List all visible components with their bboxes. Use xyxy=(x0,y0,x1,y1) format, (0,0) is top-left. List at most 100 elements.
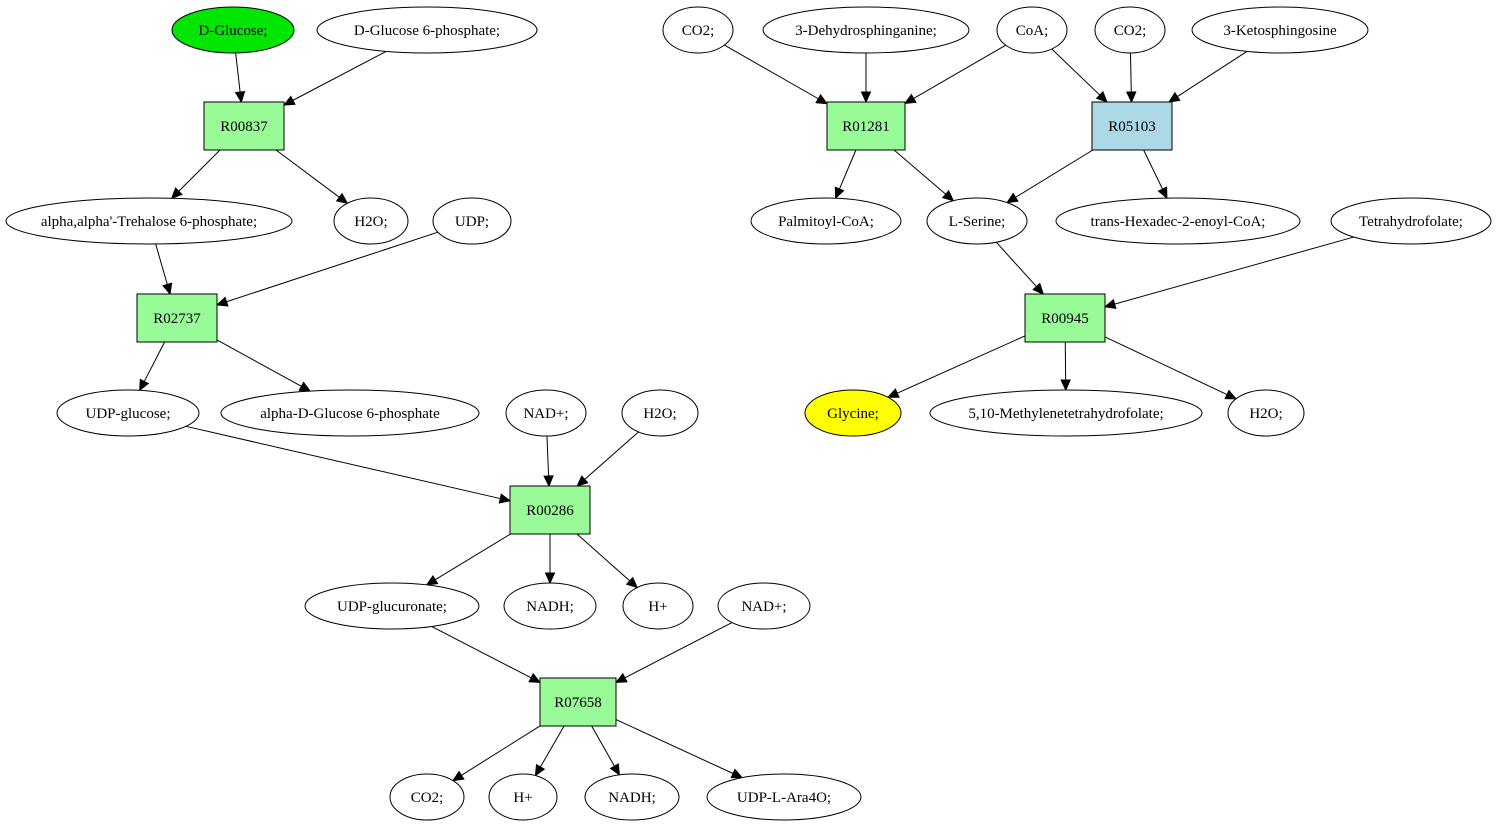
node-label: NADH; xyxy=(608,790,656,806)
node-label: CO2; xyxy=(411,790,444,806)
edge-line xyxy=(839,149,857,190)
edge-r-r00945-to-c-gly xyxy=(886,335,1026,398)
compound-node-c-dglucose[interactable]: D-Glucose; xyxy=(171,6,295,54)
compound-node-c-co2-2[interactable]: CO2; xyxy=(1094,6,1166,54)
reaction-node-r-r00837[interactable]: R00837 xyxy=(203,101,285,151)
compound-node-c-udpara[interactable]: UDP-L-Ara4O; xyxy=(706,773,862,821)
edge-r-r00837-to-c-t6p xyxy=(170,149,221,200)
compound-node-c-kso[interactable]: 3-Ketosphingosine xyxy=(1191,6,1369,54)
compound-ellipse xyxy=(503,582,597,630)
edge-c-coa-to-r-r05103 xyxy=(1051,48,1108,103)
edge-c-coa-to-r-r01281 xyxy=(903,44,1006,105)
compound-node-c-gly[interactable]: Glycine; xyxy=(804,389,902,437)
compound-node-c-g6p[interactable]: D-Glucose 6-phosphate; xyxy=(316,6,538,54)
compound-node-c-h2o-3[interactable]: H2O; xyxy=(1227,389,1305,437)
edge-c-kso-to-r-r05103 xyxy=(1167,50,1248,103)
compound-node-c-co2-3[interactable]: CO2; xyxy=(389,773,465,821)
edge-line xyxy=(913,44,1006,99)
edge-r-r00945-to-c-h2o-3 xyxy=(1104,336,1238,400)
compound-node-c-udpglcur[interactable]: UDP-glucuronate; xyxy=(304,582,480,630)
compound-node-c-h2o-1[interactable]: H2O; xyxy=(333,197,409,245)
compound-node-c-hplus-1[interactable]: H+ xyxy=(622,582,694,630)
node-label: UDP-glucose; xyxy=(86,406,171,422)
arrowhead-icon xyxy=(1224,389,1238,400)
reaction-node-r-r00286[interactable]: R00286 xyxy=(509,485,591,535)
compound-node-c-udpglc[interactable]: UDP-glucose; xyxy=(56,389,200,437)
compound-node-c-thf[interactable]: Tetrahydrofolate; xyxy=(1330,197,1492,245)
arrowhead-icon xyxy=(730,768,744,779)
edge-line xyxy=(185,425,501,500)
compound-node-c-hplus-2[interactable]: H+ xyxy=(488,773,558,821)
compound-ellipse xyxy=(584,773,680,821)
reaction-box xyxy=(136,293,218,343)
compound-ellipse xyxy=(706,773,862,821)
edge-r-r00837-to-c-h2o-1 xyxy=(275,149,349,205)
edge-c-udp-to-r-r02737 xyxy=(215,231,439,307)
reaction-node-r-r00945[interactable]: R00945 xyxy=(1024,293,1106,343)
reaction-box xyxy=(1024,293,1106,343)
reaction-box xyxy=(509,485,591,535)
edge-r-r02737-to-c-adg6p xyxy=(216,339,312,392)
edge-line xyxy=(216,339,302,387)
compound-ellipse xyxy=(5,197,293,245)
arrowhead-icon xyxy=(609,763,621,776)
compound-node-c-mthf[interactable]: 5,10-Methylenetetrahydrofolate; xyxy=(929,389,1203,437)
node-label: Palmitoyl-CoA; xyxy=(778,214,874,230)
edge-line xyxy=(584,431,639,480)
edge-line xyxy=(1114,236,1354,305)
edge-line xyxy=(1015,149,1094,198)
arrowhead-icon xyxy=(528,672,542,683)
compound-node-c-co2-1[interactable]: CO2; xyxy=(662,6,734,54)
edge-c-dhs-to-r-r01281 xyxy=(860,53,872,104)
edge-line xyxy=(893,149,947,195)
arrowhead-icon xyxy=(1103,298,1117,310)
compound-node-c-nad-2[interactable]: NAD+; xyxy=(717,582,811,630)
compound-node-c-nad-1[interactable]: NAD+; xyxy=(505,389,587,437)
compound-ellipse xyxy=(171,6,295,54)
edge-r-r07658-to-c-udpara xyxy=(615,719,744,779)
edge-line xyxy=(292,50,387,101)
compound-ellipse xyxy=(56,389,200,437)
compound-node-c-h2o-2[interactable]: H2O; xyxy=(621,389,699,437)
edge-c-t6p-to-r-r02737 xyxy=(155,243,173,296)
compound-node-c-adg6p[interactable]: alpha-D-Glucose 6-phosphate xyxy=(220,389,480,437)
reaction-node-r-r02737[interactable]: R02737 xyxy=(136,293,218,343)
node-label: D-Glucose 6-phosphate; xyxy=(354,23,500,39)
reaction-node-r-r07658[interactable]: R07658 xyxy=(539,677,617,727)
compound-node-c-nadh-1[interactable]: NADH; xyxy=(503,582,597,630)
arrowhead-icon xyxy=(498,493,512,504)
compound-ellipse xyxy=(996,6,1068,54)
compound-node-c-dhs[interactable]: 3-Dehydrosphinganine; xyxy=(762,6,970,54)
edge-c-thf-to-r-r00945 xyxy=(1103,236,1354,310)
compound-node-c-udp[interactable]: UDP; xyxy=(432,197,512,245)
compound-ellipse xyxy=(220,389,480,437)
arrowhead-icon xyxy=(543,475,554,488)
compound-node-c-coa[interactable]: CoA; xyxy=(996,6,1068,54)
arrowhead-icon xyxy=(1032,282,1045,295)
edge-line xyxy=(539,725,565,768)
edge-r-r05103-to-c-ser xyxy=(1005,149,1094,204)
compound-node-c-t6p[interactable]: alpha,alpha'-Trehalose 6-phosphate; xyxy=(5,197,293,245)
compound-node-c-ser[interactable]: L-Serine; xyxy=(926,197,1028,245)
node-label: R07658 xyxy=(554,695,602,711)
node-label: H+ xyxy=(648,599,667,615)
reaction-node-r-r05103[interactable]: R05103 xyxy=(1091,101,1173,151)
compound-node-c-palcoa[interactable]: Palmitoyl-CoA; xyxy=(750,197,902,245)
edge-line xyxy=(431,626,532,679)
compound-node-c-hexcoa[interactable]: trans-Hexadec-2-enoyl-CoA; xyxy=(1055,197,1301,245)
reaction-box xyxy=(826,101,906,151)
compound-node-c-nadh-2[interactable]: NADH; xyxy=(584,773,680,821)
node-label: R05103 xyxy=(1108,119,1156,135)
compound-ellipse xyxy=(750,197,902,245)
edge-r-r00286-to-c-hplus-1 xyxy=(576,533,639,589)
arrowhead-icon xyxy=(815,93,829,105)
edge-line xyxy=(155,243,168,285)
compound-ellipse xyxy=(1330,197,1492,245)
compound-ellipse xyxy=(488,773,558,821)
reaction-node-r-r01281[interactable]: R01281 xyxy=(826,101,906,151)
node-label: 3-Ketosphingosine xyxy=(1223,23,1337,39)
compound-ellipse xyxy=(622,582,694,630)
compound-ellipse xyxy=(662,6,734,54)
edge-line xyxy=(576,533,631,582)
